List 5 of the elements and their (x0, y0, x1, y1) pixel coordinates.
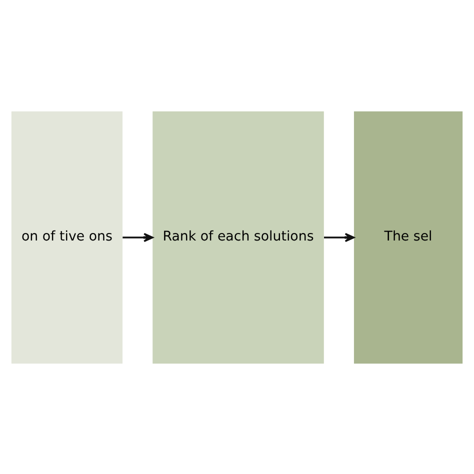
node-box: on of tive ons (11, 110, 123, 364)
arrow (324, 232, 355, 242)
node-box: Rank of each solutions (152, 110, 324, 364)
arrow (122, 232, 154, 242)
node-box: The sel (354, 110, 463, 364)
